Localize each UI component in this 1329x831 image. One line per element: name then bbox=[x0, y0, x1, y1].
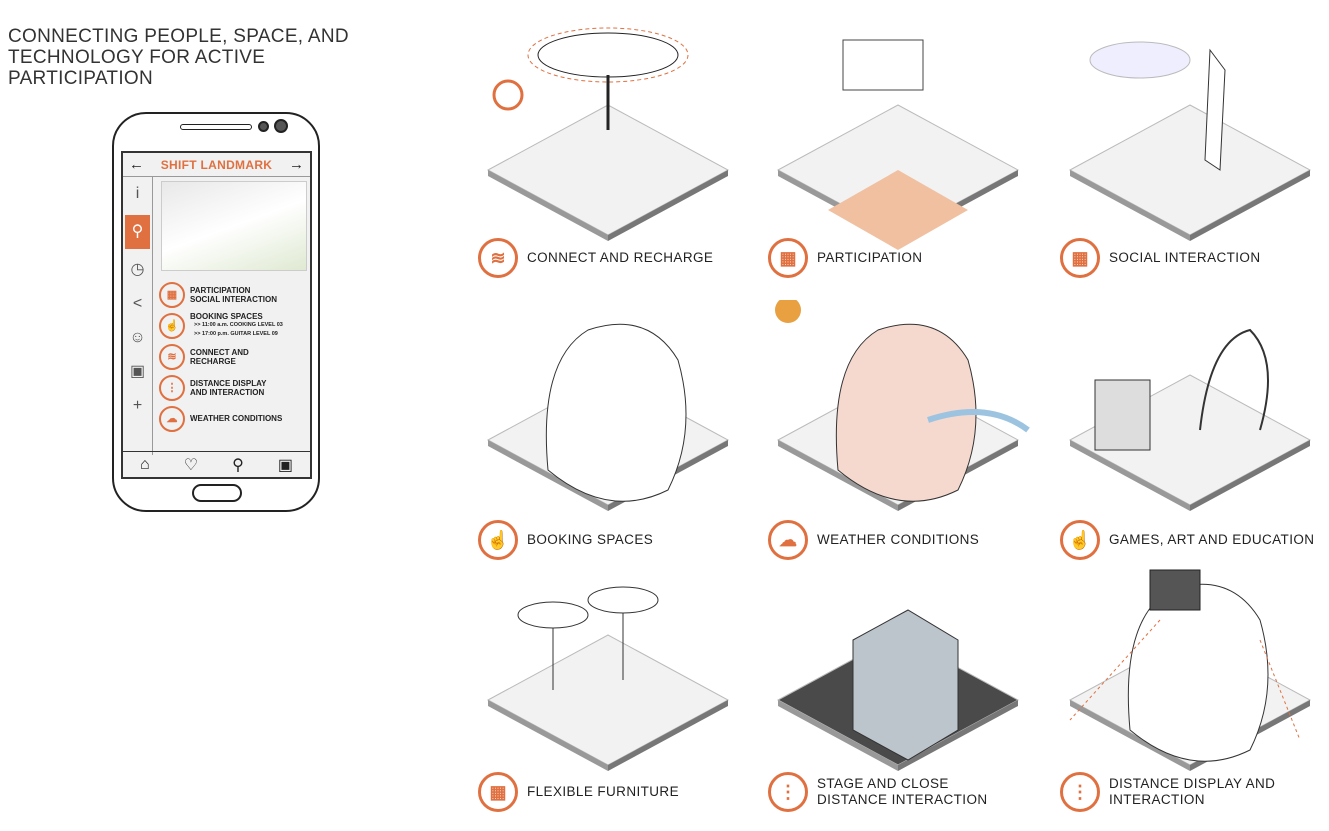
bottom-nav: ⌂ ♡ ⚲ ▣ bbox=[123, 451, 310, 477]
feature-icon: ▦ bbox=[478, 772, 518, 812]
feature-label: RECHARGE bbox=[190, 356, 236, 366]
map-preview[interactable] bbox=[161, 181, 307, 271]
diagram-tile: ⋮ STAGE AND CLOSE DISTANCE INTERACTION bbox=[768, 560, 1058, 830]
back-arrow-icon[interactable]: ← bbox=[129, 156, 144, 173]
app-title: SHIFT LANDMARK bbox=[160, 157, 273, 172]
diagram-tile: ▦ SOCIAL INTERACTION bbox=[1060, 20, 1329, 290]
isometric-diagram bbox=[1068, 328, 1312, 511]
isometric-diagram bbox=[776, 39, 1020, 250]
plus-icon[interactable]: + bbox=[132, 397, 143, 414]
diagram-caption: ▦ SOCIAL INTERACTION bbox=[1060, 238, 1260, 278]
isometric-diagram bbox=[775, 300, 1030, 511]
smartphone-illustration: ← SHIFT LANDMARK → i ⚲ ◷ < ☺ ▣ + ▦ PARTIC… bbox=[112, 112, 320, 512]
feature-icon: ☝ bbox=[1060, 520, 1100, 560]
app-screen: ← SHIFT LANDMARK → i ⚲ ◷ < ☺ ▣ + ▦ PARTIC… bbox=[121, 151, 312, 479]
speaker bbox=[180, 124, 252, 130]
page-title: CONNECTING PEOPLE, SPACE, AND TECHNOLOGY… bbox=[8, 26, 349, 89]
caption-label: PARTICIPATION bbox=[817, 250, 923, 265]
diagram-tile: ⋮ DISTANCE DISPLAY AND INTERACTION bbox=[1060, 560, 1329, 830]
home-icon[interactable]: ⌂ bbox=[140, 455, 150, 473]
feature-label: AND INTERACTION bbox=[190, 387, 265, 397]
home-button bbox=[192, 484, 242, 502]
caption-label: DISTANCE DISPLAY AND INTERACTION bbox=[1109, 776, 1276, 807]
feature-icon: ▦ bbox=[1060, 238, 1100, 278]
diagram-caption: ≋ CONNECT AND RECHARGE bbox=[478, 238, 713, 278]
isometric-diagram bbox=[1068, 569, 1312, 771]
caption-label: CONNECT AND RECHARGE bbox=[527, 250, 714, 265]
diagram-caption: ⋮ STAGE AND CLOSE DISTANCE INTERACTION bbox=[768, 772, 1007, 812]
caption-label: BOOKING SPACES bbox=[527, 532, 654, 547]
isometric-diagram bbox=[486, 27, 730, 241]
camera bbox=[274, 119, 288, 133]
feature-icon: ▦ bbox=[159, 281, 185, 308]
isometric-diagram bbox=[486, 323, 730, 511]
share-icon[interactable]: < bbox=[132, 295, 143, 312]
feature-label: SOCIAL INTERACTION bbox=[190, 294, 277, 304]
diagram-tile: ≋ CONNECT AND RECHARGE bbox=[478, 20, 768, 290]
booking-entry: >> 17:00 p.m. GUITAR LEVEL 09 bbox=[194, 331, 278, 337]
info-icon[interactable]: i bbox=[135, 185, 140, 202]
caption-label: FLEXIBLE FURNITURE bbox=[527, 784, 679, 799]
feature-icon: ⋮ bbox=[159, 374, 185, 401]
camera bbox=[258, 121, 269, 132]
feature-icon: ≋ bbox=[159, 343, 185, 370]
clock-icon[interactable]: ◷ bbox=[130, 261, 145, 278]
feature-label: PARTICIPATION bbox=[190, 285, 251, 295]
location-pin-icon[interactable]: ⚲ bbox=[125, 215, 150, 249]
feature-icon: ▦ bbox=[768, 238, 808, 278]
diagram-tile: ☁ WEATHER CONDITIONS bbox=[768, 300, 1058, 570]
chat-icon[interactable]: ☺ bbox=[129, 329, 146, 346]
feature-label: CONNECT AND bbox=[190, 347, 249, 357]
calendar-icon[interactable]: ▣ bbox=[277, 456, 293, 474]
caption-label: WEATHER CONDITIONS bbox=[817, 532, 980, 547]
image-icon[interactable]: ▣ bbox=[129, 363, 146, 380]
caption-label: SOCIAL INTERACTION bbox=[1109, 250, 1261, 265]
search-icon[interactable]: ⚲ bbox=[232, 456, 244, 474]
forward-arrow-icon[interactable]: → bbox=[289, 156, 304, 173]
diagram-tile: ▦ PARTICIPATION bbox=[768, 20, 1058, 290]
feature-icon: ≋ bbox=[478, 238, 518, 278]
feature-icon: ☝ bbox=[159, 312, 185, 339]
heart-icon[interactable]: ♡ bbox=[183, 456, 199, 474]
booking-entry: >> 11:00 a.m. COOKING LEVEL 03 bbox=[194, 322, 283, 328]
diagram-caption: ☝ BOOKING SPACES bbox=[478, 520, 653, 560]
feature-label: BOOKING SPACES bbox=[190, 312, 263, 321]
caption-label: STAGE AND CLOSE DISTANCE INTERACTION bbox=[817, 776, 988, 807]
diagram-caption: ⋮ DISTANCE DISPLAY AND INTERACTION bbox=[1060, 772, 1299, 812]
feature-list-item[interactable]: ☁ WEATHER CONDITIONS bbox=[159, 403, 309, 434]
feature-label: WEATHER CONDITIONS bbox=[190, 414, 283, 423]
feature-list-item[interactable]: ☝ BOOKING SPACES>> 11:00 a.m. COOKING LEV… bbox=[159, 310, 309, 341]
diagram-tile: ☝ GAMES, ART AND EDUCATION bbox=[1060, 300, 1329, 570]
feature-icon: ☁ bbox=[768, 520, 808, 560]
diagram-caption: ☝ GAMES, ART AND EDUCATION bbox=[1060, 520, 1314, 560]
feature-label: DISTANCE DISPLAY bbox=[190, 378, 267, 388]
caption-label: GAMES, ART AND EDUCATION bbox=[1109, 532, 1315, 547]
feature-icon: ☝ bbox=[478, 520, 518, 560]
feature-icon: ☁ bbox=[159, 405, 185, 432]
diagram-caption: ☁ WEATHER CONDITIONS bbox=[768, 520, 979, 560]
isometric-diagram bbox=[486, 586, 730, 771]
feature-icon: ⋮ bbox=[1060, 772, 1100, 812]
diagram-caption: ▦ PARTICIPATION bbox=[768, 238, 922, 278]
app-header: ← SHIFT LANDMARK → bbox=[123, 153, 310, 177]
isometric-diagram bbox=[1068, 41, 1312, 241]
app-sidebar: i ⚲ ◷ < ☺ ▣ + bbox=[123, 177, 153, 455]
diagram-caption: ▦ FLEXIBLE FURNITURE bbox=[478, 772, 679, 812]
diagram-tile: ☝ BOOKING SPACES bbox=[478, 300, 768, 570]
diagram-tile: ▦ FLEXIBLE FURNITURE bbox=[478, 560, 768, 830]
isometric-diagram bbox=[776, 609, 1020, 771]
feature-icon: ⋮ bbox=[768, 772, 808, 812]
